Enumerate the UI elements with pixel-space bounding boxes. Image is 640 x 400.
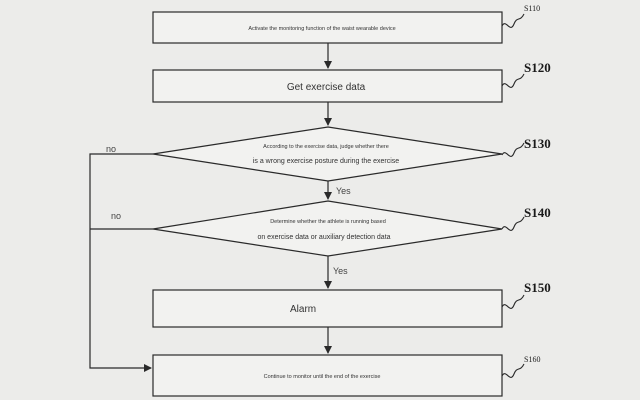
step-id-s140: S140 — [524, 205, 551, 220]
step-s120-box — [152, 69, 503, 103]
step-id-s130: S130 — [524, 136, 551, 151]
no-branch-s130 — [89, 153, 153, 372]
no-label-s140: no — [111, 211, 121, 221]
step-s160-text: Continue to monitor until the end of the… — [264, 374, 381, 380]
step-id-s150: S150 — [524, 280, 551, 295]
squiggle-s120 — [501, 73, 525, 88]
squiggle-s110 — [501, 13, 525, 28]
step-id-s160: S160 — [524, 355, 540, 364]
squiggle-s150 — [501, 294, 525, 309]
step-s140-diamond — [152, 200, 503, 257]
step-s150-box — [152, 289, 503, 328]
step-s150-text: Alarm — [290, 304, 316, 315]
step-s130-line1: According to the exercise data, judge wh… — [263, 144, 389, 150]
step-id-s120: S120 — [524, 60, 551, 75]
step-s130-line2: is a wrong exercise posture during the e… — [253, 158, 399, 165]
step-s160-box — [152, 354, 503, 397]
yes-label-s130: Yes — [336, 186, 351, 196]
step-s140-line2: on exercise data or auxiliary detection … — [257, 234, 390, 241]
step-s130-diamond — [152, 126, 503, 182]
squiggle-s140 — [501, 216, 525, 231]
yes-label-s140: Yes — [333, 266, 348, 276]
step-s110-box — [152, 11, 503, 44]
step-s110-text: Activate the monitoring function of the … — [248, 26, 395, 32]
step-id-s110: S110 — [524, 4, 540, 13]
no-label-s130: no — [106, 144, 116, 154]
step-s140-line1: Determine whether the athlete is running… — [270, 219, 386, 225]
squiggle-s160 — [501, 363, 525, 378]
step-s120-text: Get exercise data — [287, 82, 366, 93]
squiggle-s130 — [501, 142, 525, 157]
